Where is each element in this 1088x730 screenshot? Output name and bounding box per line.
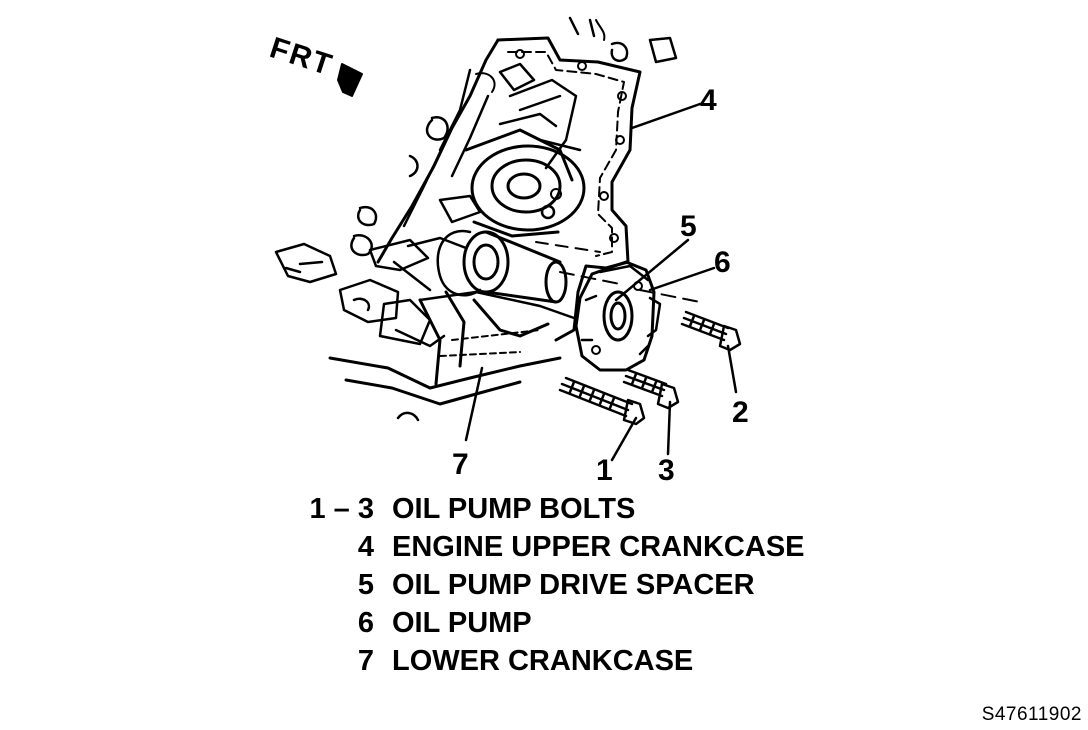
- oil-pump-bolt-2: [680, 310, 742, 352]
- oil-pump-drive-spacer: [602, 290, 634, 342]
- engine-upper-crankcase: [350, 16, 678, 342]
- legend-number: 6: [357, 607, 374, 639]
- legend-row-oil-pump: 6 OIL PUMP: [300, 604, 860, 642]
- callout-2: 2: [732, 396, 749, 429]
- callout-1: 1: [596, 454, 613, 487]
- front-direction-arrow-icon: [337, 63, 363, 97]
- callout-3: 3: [658, 454, 675, 487]
- engine-block-left-detail: [274, 236, 468, 348]
- parts-legend: 1 – 3 OIL PUMP BOLTS 4 ENGINE UPPER CRAN…: [300, 490, 860, 680]
- legend-row-drive-spacer: 5 OIL PUMP DRIVE SPACER: [300, 566, 860, 604]
- crankshaft-pulley: [438, 128, 586, 238]
- oil-pump: [574, 260, 662, 372]
- legend-row-lower-crankcase: 7 LOWER CRANKCASE: [300, 642, 860, 680]
- legend-row-bolts: 1 – 3 OIL PUMP BOLTS: [300, 490, 860, 528]
- legend-number: 1 – 3: [309, 493, 375, 525]
- callout-4: 4: [700, 84, 717, 117]
- legend-text: OIL PUMP: [392, 607, 532, 639]
- callout-5: 5: [680, 210, 697, 243]
- oil-pump-bolt-3: [622, 368, 680, 410]
- legend-text: OIL PUMP BOLTS: [392, 493, 636, 525]
- callout-6: 6: [714, 246, 731, 279]
- legend-text: OIL PUMP DRIVE SPACER: [392, 569, 755, 601]
- callout-7: 7: [452, 448, 469, 481]
- front-direction-label: FRT: [266, 31, 337, 82]
- leader-lines: [464, 102, 738, 462]
- oil-pump-bolt-1: [558, 376, 646, 426]
- figure-id: S47611902: [981, 704, 1082, 725]
- legend-text: ENGINE UPPER CRANKCASE: [392, 531, 805, 563]
- legend-row-upper-crankcase: 4 ENGINE UPPER CRANKCASE: [300, 528, 860, 566]
- legend-text: LOWER CRANKCASE: [392, 645, 694, 677]
- legend-number: 5: [357, 569, 374, 601]
- legend-number: 7: [357, 645, 374, 677]
- lower-crankcase: [328, 290, 576, 422]
- legend-number: 4: [357, 531, 374, 563]
